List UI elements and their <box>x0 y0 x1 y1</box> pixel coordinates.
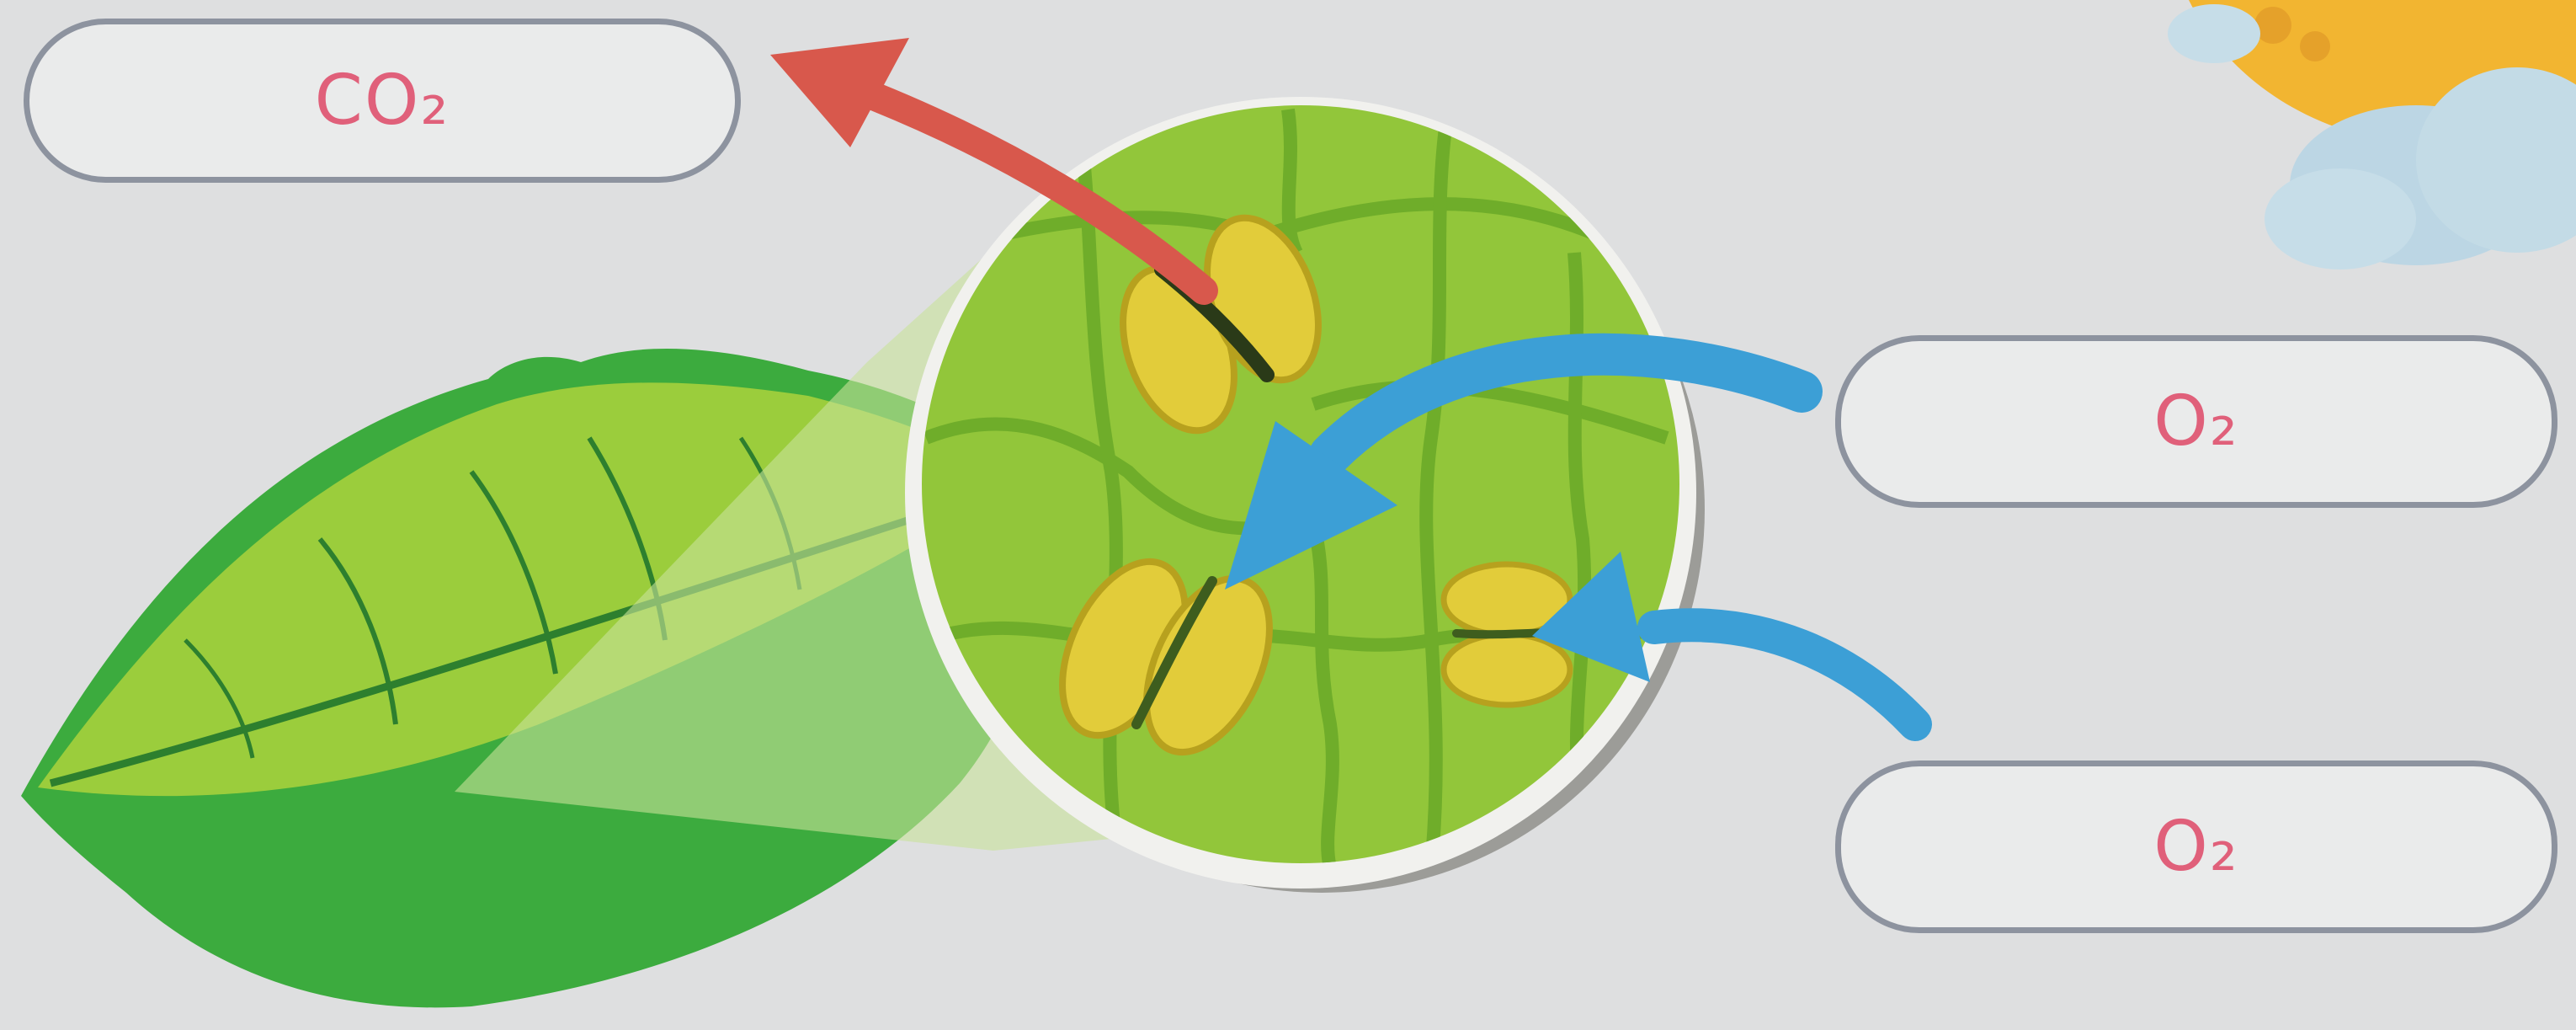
label-o2-upper-text: O₂ <box>2153 382 2238 462</box>
label-box-co2: CO₂ <box>24 19 741 183</box>
label-o2-lower-text: O₂ <box>2153 807 2238 887</box>
cloud-icon <box>2168 4 2260 63</box>
label-co2-text: CO₂ <box>315 61 450 141</box>
label-box-o2-lower: O₂ <box>1835 760 2557 933</box>
label-box-o2-upper: O₂ <box>1835 335 2557 508</box>
